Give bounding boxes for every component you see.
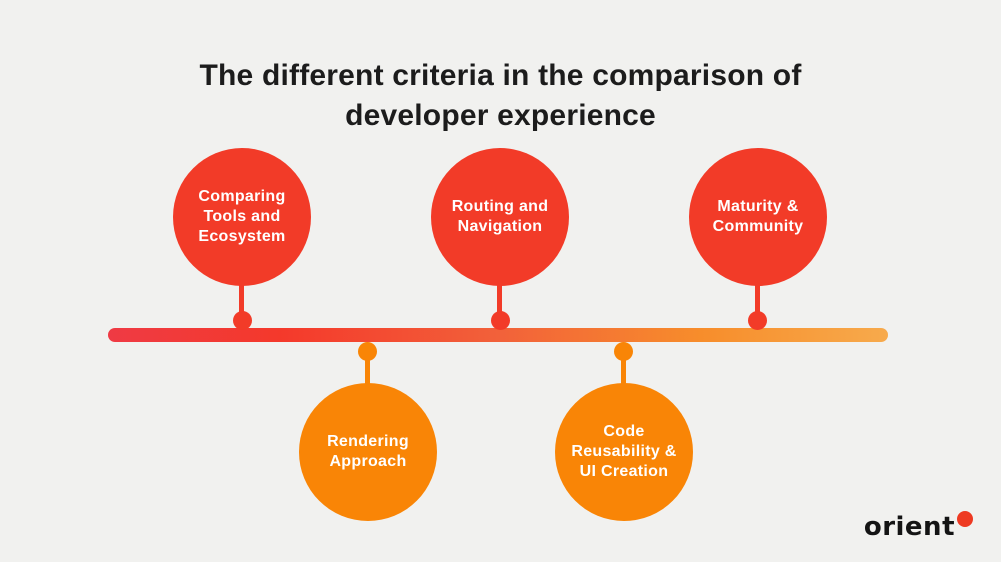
criteria-label: Routing and Navigation bbox=[451, 198, 549, 235]
criteria-circle-routing-navigation: Routing and Navigation bbox=[431, 148, 569, 286]
connector-dot bbox=[491, 311, 510, 330]
criteria-label: Maturity & Community bbox=[712, 198, 804, 235]
criteria-circle-maturity-community: Maturity & Community bbox=[689, 148, 827, 286]
criteria-label: Rendering Approach bbox=[327, 433, 409, 470]
connector-dot bbox=[233, 311, 252, 330]
criteria-label: Code Reusability & UI Creation bbox=[571, 423, 677, 480]
criteria-circle-comparing-tools: Comparing Tools and Ecosystem bbox=[173, 148, 311, 286]
brand-logo-dot-icon bbox=[957, 511, 973, 527]
timeline-bar bbox=[108, 328, 888, 342]
connector-stem bbox=[755, 278, 760, 322]
criteria-circle-rendering-approach: Rendering Approach bbox=[299, 383, 437, 521]
connector-stem bbox=[497, 278, 502, 322]
connector-stem bbox=[621, 351, 626, 389]
criteria-circle-code-reusability: Code Reusability & UI Creation bbox=[555, 383, 693, 521]
brand-logo: orient bbox=[863, 511, 973, 542]
criteria-label: Comparing Tools and Ecosystem bbox=[198, 188, 286, 245]
connector-stem bbox=[239, 278, 244, 322]
connector-stem bbox=[365, 351, 370, 389]
connector-dot bbox=[748, 311, 767, 330]
connector-dot bbox=[358, 342, 377, 361]
brand-logo-text: orient bbox=[863, 512, 955, 542]
connector-dot bbox=[614, 342, 633, 361]
page-title: The different criteria in the comparison… bbox=[199, 59, 802, 132]
